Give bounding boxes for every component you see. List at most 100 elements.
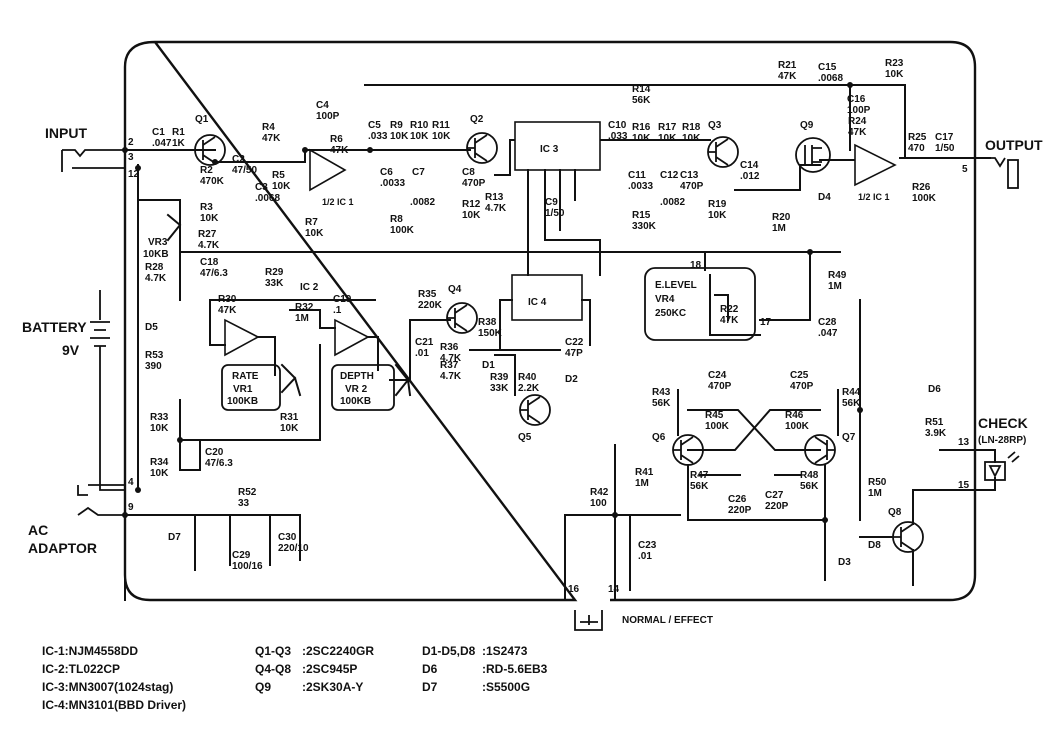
ref-c12: C12 — [660, 170, 679, 181]
vr2-value: 100KB — [340, 396, 371, 407]
ic4-label: IC 4 — [528, 297, 547, 308]
value-r50: 1M — [868, 488, 882, 499]
legend-d6: D6 — [422, 662, 438, 676]
value-c17: 1/50 — [935, 143, 955, 154]
ref-r32: R32 — [295, 302, 314, 313]
ref-r2: R2 — [200, 165, 213, 176]
ref-q4: Q4 — [448, 284, 462, 295]
legend-q1-part: :2SC2240GR — [302, 644, 374, 658]
ref-q2: Q2 — [470, 114, 484, 125]
ac-line — [124, 514, 301, 561]
ref-r53: R53 — [145, 350, 164, 361]
ref-c25: C25 — [790, 370, 809, 381]
switch-label: NORMAL / EFFECT — [622, 615, 713, 626]
ic3-ic4-wiring — [469, 169, 601, 396]
value-c13: 470P — [680, 181, 704, 192]
value-r44: 56K — [842, 398, 861, 409]
opamp-ic2a — [224, 318, 260, 357]
ref-c30: C30 — [278, 532, 297, 543]
ref-r42: R42 — [590, 487, 609, 498]
r33-wiring — [179, 399, 201, 471]
value-r47: 56K — [690, 481, 709, 492]
legend-d7-part: :S5500G — [482, 680, 530, 694]
ref-r40: R40 — [518, 372, 537, 383]
ref-c4: C4 — [316, 100, 329, 111]
transistor-q1 — [194, 134, 226, 166]
ref-r50: R50 — [868, 477, 887, 488]
vr1-wiper — [280, 363, 302, 397]
ref-d5: D5 — [145, 322, 158, 333]
pin-14: 14 — [608, 584, 620, 595]
value-r28: 4.7K — [145, 273, 167, 284]
value-r27: 4.7K — [198, 240, 220, 251]
value-c9: 1/50 — [545, 208, 565, 219]
value-r14: 56K — [632, 95, 651, 106]
value-c4: 100P — [316, 111, 340, 122]
ref-c7: C7 — [412, 167, 425, 178]
value-r4: 47K — [262, 133, 281, 144]
footswitch[interactable] — [574, 610, 603, 631]
value-r1: 1K — [172, 138, 186, 149]
ref-c16: C16 — [847, 94, 866, 105]
ref-r37: R37 — [440, 360, 459, 371]
legend-q9-part: :2SK30A-Y — [302, 680, 363, 694]
ref-r44: R44 — [842, 387, 861, 398]
value-r24: 47K — [848, 127, 867, 138]
ref-r13: R13 — [485, 192, 504, 203]
output-jack — [975, 157, 1019, 189]
legend-ic1: IC-1:NJM4558DD — [42, 644, 138, 658]
value-r45: 100K — [705, 421, 730, 432]
ref-r14: R14 — [632, 84, 651, 95]
ref-r19: R19 — [708, 199, 727, 210]
value-r8: 100K — [390, 225, 415, 236]
value-c15: .0068 — [818, 73, 843, 84]
legend-ic3: IC-3:MN3007(1024stag) — [42, 680, 173, 694]
legend-q1: Q1-Q3 — [255, 644, 291, 658]
ref-c8: C8 — [462, 167, 475, 178]
vr4-elevel-label: E.LEVEL — [655, 280, 697, 291]
transistor-q2 — [466, 132, 498, 164]
ic1b-label: 1/2 IC 1 — [858, 192, 890, 202]
ref-r17: R17 — [658, 122, 677, 133]
vr4-value: 250KC — [655, 308, 686, 319]
ref-d8: D8 — [868, 540, 881, 551]
ref-r49: R49 — [828, 270, 847, 281]
ref-c21: C21 — [415, 337, 434, 348]
value-r15: 330K — [632, 221, 657, 232]
component-labels: C1.047R11KQ1R2470KC247/50R310KR447KC3.00… — [145, 58, 955, 572]
value-r51: 3.9K — [925, 428, 947, 439]
value-c27: 220P — [765, 501, 789, 512]
transistor-q3 — [707, 136, 739, 168]
vr2-depth-label: DEPTH — [340, 371, 374, 382]
ref-r25: R25 — [908, 132, 927, 143]
ref-c14: C14 — [740, 160, 759, 171]
value-c18: 47/6.3 — [200, 268, 228, 279]
value-r26: 100K — [912, 193, 937, 204]
ref-r47: R47 — [690, 470, 709, 481]
value-r41: 1M — [635, 478, 649, 489]
ref-c17: C17 — [935, 132, 954, 143]
ref-c9: C9 — [545, 197, 558, 208]
ref-d4: D4 — [818, 192, 831, 203]
transistor-q5 — [519, 394, 551, 426]
value-r39: 33K — [490, 383, 509, 394]
pot-vr2-box — [331, 364, 395, 411]
input-label: INPUT — [45, 125, 87, 141]
legend-q4-part: :2SC945P — [302, 662, 357, 676]
value-r9: 10K — [390, 131, 409, 142]
pin-15: 15 — [958, 480, 970, 491]
ref-c29: C29 — [232, 550, 251, 561]
ref-r51: R51 — [925, 417, 944, 428]
value-r48: 56K — [800, 481, 819, 492]
ref-r12: R12 — [462, 199, 481, 210]
ref-c18: C18 — [200, 257, 219, 268]
ref-r20: R20 — [772, 212, 791, 223]
junction-dots — [122, 82, 863, 523]
ref-c3: C3 — [255, 182, 268, 193]
value-c10: .033 — [608, 131, 628, 142]
ic2-label: IC 2 — [300, 282, 319, 293]
ref-r10: R10 — [410, 120, 429, 131]
chip-ic4 — [511, 274, 583, 321]
opamp-ic1a — [309, 148, 347, 192]
value-r34: 10K — [150, 468, 169, 479]
